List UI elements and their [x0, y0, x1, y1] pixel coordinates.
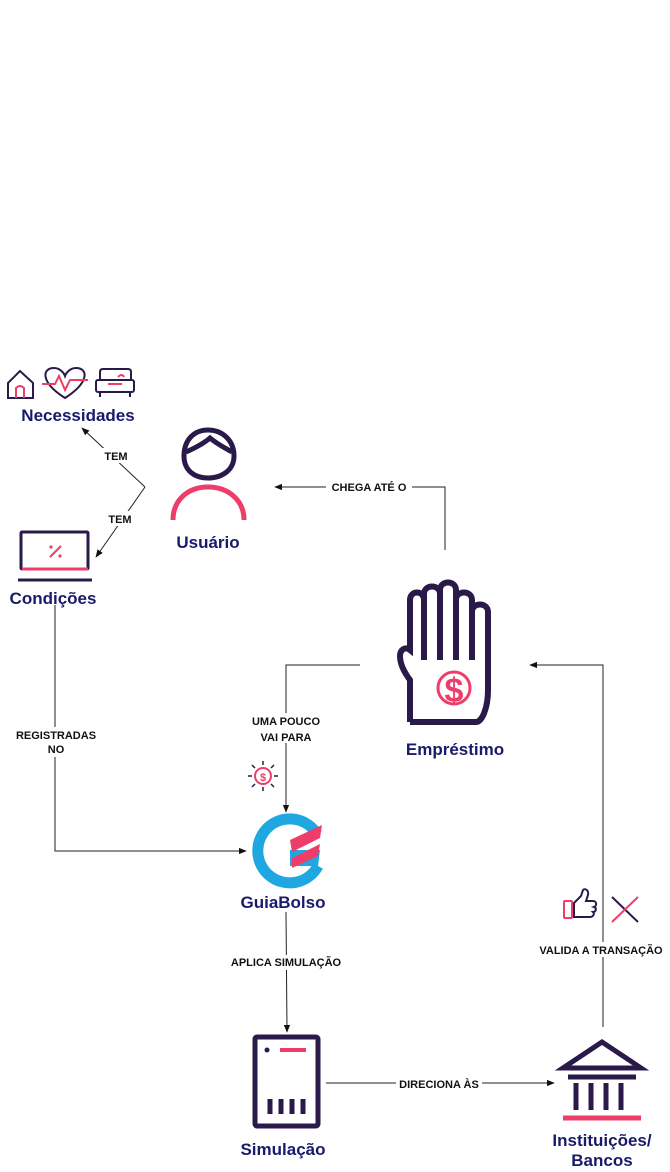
edge-instituicoes-emprestimo: [529, 661, 604, 1027]
bank-icon: [554, 1038, 650, 1121]
node-usuario: Usuário: [170, 427, 247, 552]
guiabolso-logo-icon: [252, 813, 323, 889]
node-simulacao: Simulação: [240, 1034, 326, 1159]
label-instituicoes-line2: Bancos: [571, 1151, 632, 1170]
edge-emprestimo-guiabolso: [282, 664, 360, 813]
edge-label-valida-transacao: VALIDA A TRANSAÇÃO: [539, 944, 663, 957]
node-necessidades: Necessidades: [7, 366, 135, 425]
money-sun-icon: $: [248, 761, 278, 791]
node-guiabolso: GuiaBolso: [240, 813, 326, 912]
label-guiabolso: GuiaBolso: [240, 893, 325, 912]
label-necessidades: Necessidades: [21, 406, 134, 425]
edge-guiabolso-simulacao: [283, 911, 291, 1033]
edge-label-registradas-line1: REGISTRADAS: [16, 730, 96, 742]
calculator-icon: [252, 1034, 321, 1129]
svg-text:$: $: [445, 672, 464, 710]
node-instituicoes: Instituições/ Bancos: [552, 1038, 652, 1170]
svg-text:$: $: [260, 772, 266, 784]
hand-dollar-icon: $: [396, 579, 491, 725]
cross-icon: [611, 896, 639, 923]
edge-label-registradas-line2: NO: [48, 744, 65, 756]
edge-label-tem-1: TEM: [104, 451, 127, 463]
laptop-percent-icon: [18, 530, 92, 582]
sofa-icon: [95, 368, 135, 397]
node-condicoes: Condições: [10, 530, 97, 608]
edge-emprestimo-usuario: [274, 483, 446, 550]
house-icon: [7, 369, 34, 399]
label-condicoes: Condições: [10, 589, 97, 608]
edge-label-chega-ate-o: CHEGA ATÉ O: [332, 481, 407, 494]
thumbs-up-icon: [563, 888, 598, 919]
edge-label-aplica-simulacao: APLICA SIMULAÇÃO: [231, 956, 342, 969]
user-icon: [170, 427, 247, 521]
label-instituicoes-line1: Instituições/: [552, 1131, 651, 1150]
edge-label-direciona-as: DIRECIONA ÀS: [399, 1078, 479, 1091]
edge-condicoes-guiabolso: [54, 605, 247, 855]
label-usuario: Usuário: [176, 533, 239, 552]
edge-label-uma-pouco-line2: VAI PARA: [261, 732, 312, 744]
heart-pulse-icon: [42, 366, 88, 400]
label-emprestimo: Empréstimo: [406, 740, 504, 759]
edge-label-tem-2: TEM: [108, 514, 131, 526]
node-emprestimo: $ Empréstimo: [396, 579, 504, 759]
label-simulacao: Simulação: [240, 1140, 325, 1159]
edge-label-uma-pouco-line1: UMA POUCO: [252, 716, 320, 728]
